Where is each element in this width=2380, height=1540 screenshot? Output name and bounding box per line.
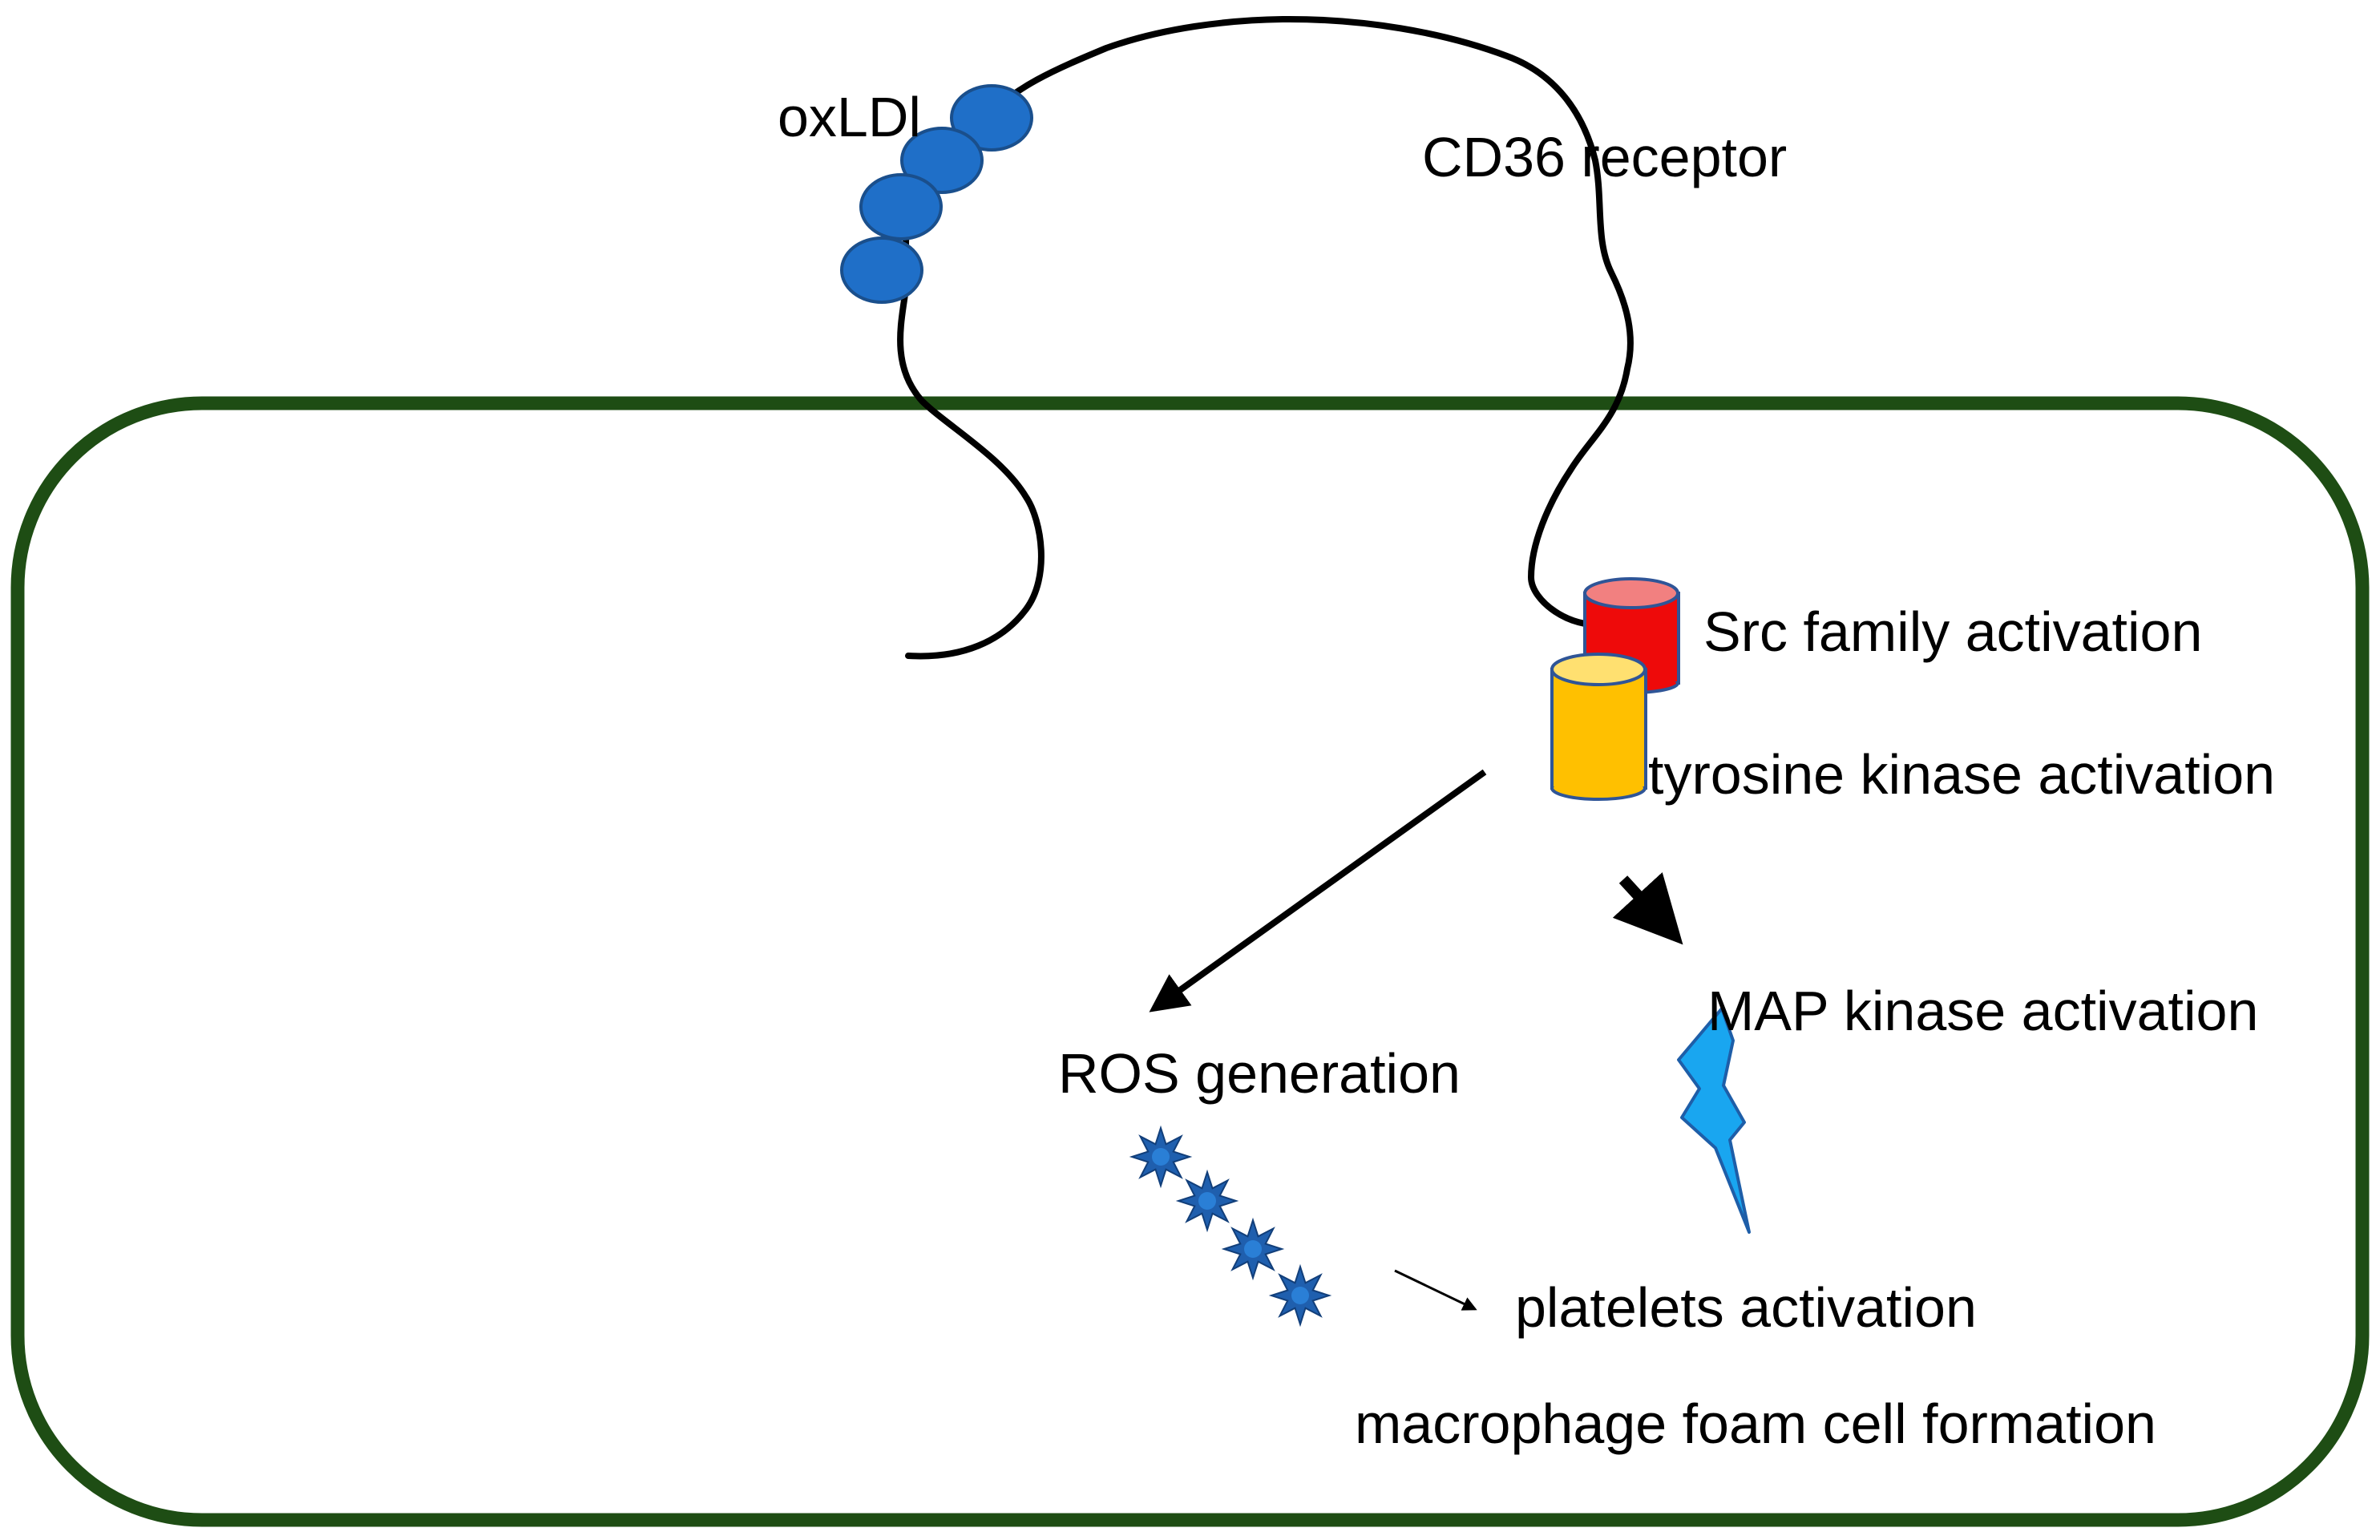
lightning-icon bbox=[1677, 1007, 1751, 1234]
oxldl-particle bbox=[840, 236, 923, 304]
arrow-to-ros bbox=[1149, 769, 1487, 1013]
map-kinase-label: MAP kinase activation bbox=[1707, 980, 2258, 1042]
oxldl-particles bbox=[840, 84, 1033, 304]
tyrosine-kinase-cylinder bbox=[1550, 653, 1647, 801]
ros-star-center bbox=[1244, 1240, 1262, 1258]
platelets-activation-label: platelets activation bbox=[1515, 1276, 1977, 1339]
arrow-to-map bbox=[1612, 872, 1683, 945]
arrow-to-platelets bbox=[1394, 1269, 1477, 1311]
cd36-receptor-strand bbox=[897, 15, 1634, 660]
src-activation-label: Src family activation bbox=[1703, 600, 2202, 663]
oxldl-label: oxLDl bbox=[778, 86, 921, 148]
ros-star-center bbox=[1291, 1287, 1309, 1304]
ros-generation-label: ROS generation bbox=[1058, 1042, 1461, 1105]
oxldl-particle bbox=[859, 173, 943, 240]
oxldl-particle bbox=[900, 127, 984, 194]
cell-membrane bbox=[10, 396, 2370, 1527]
foam-cell-label: macrophage foam cell formation bbox=[1355, 1392, 2156, 1455]
oxldl-particle bbox=[950, 84, 1033, 152]
ros-stars bbox=[1129, 1125, 1332, 1328]
ros-star-center bbox=[1152, 1148, 1170, 1166]
cd36-receptor-label: CD36 receptor bbox=[1422, 126, 1787, 188]
ros-star-center bbox=[1198, 1192, 1216, 1210]
tyrosine-kinase-label: tyrosine kinase activation bbox=[1648, 743, 2275, 806]
